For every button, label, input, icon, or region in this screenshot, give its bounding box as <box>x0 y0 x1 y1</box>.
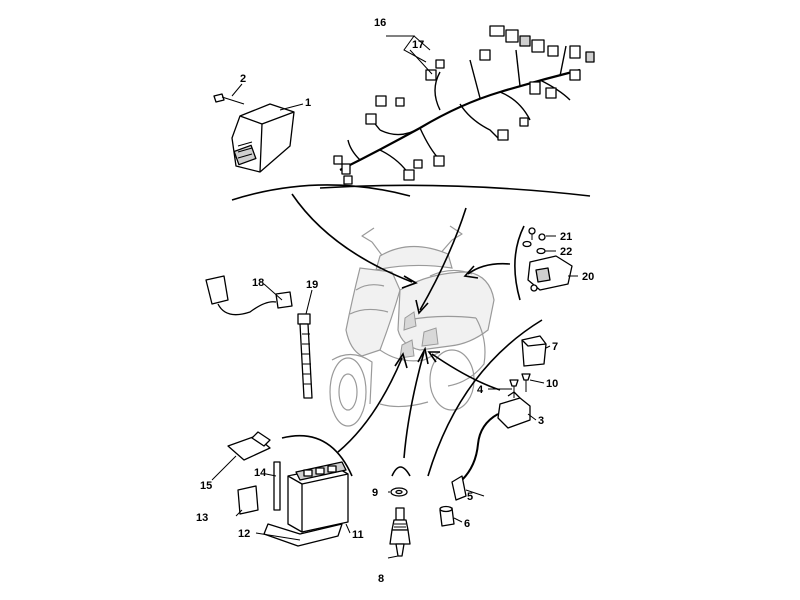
callout-20: 20 <box>582 271 594 283</box>
leader-lines <box>211 35 578 559</box>
battery <box>287 461 349 533</box>
arc-cdi-region <box>231 184 411 201</box>
cable-tie <box>297 313 313 399</box>
coil-bolt <box>521 373 531 392</box>
arc-battery-region <box>281 434 353 477</box>
spark-plug-washer <box>390 487 408 497</box>
regulator-washer <box>522 240 556 255</box>
callout-4: 4 <box>477 384 484 396</box>
spark-plug-cap <box>451 475 467 501</box>
arc-coil-region <box>427 319 543 477</box>
coil-screw <box>509 379 519 398</box>
callout-10: 10 <box>546 378 558 390</box>
cap-cover <box>439 505 455 527</box>
arc-regulator-region <box>514 225 525 301</box>
spark-plug <box>389 507 411 557</box>
callout-21: 21 <box>560 231 572 243</box>
cdi-mounting-bolt <box>213 93 245 105</box>
battery-strap <box>227 431 271 461</box>
callout-2: 2 <box>240 73 246 85</box>
callout-15: 15 <box>200 480 212 492</box>
cdi-unit <box>231 103 295 173</box>
callout-11: 11 <box>352 529 364 541</box>
regulator-screw <box>528 227 556 241</box>
callout-14: 14 <box>254 467 267 479</box>
callout-16: 16 <box>374 17 386 29</box>
callout-labels: 1 2 3 4 5 6 7 8 9 10 11 12 13 14 15 16 1… <box>196 17 594 585</box>
callout-8: 8 <box>378 573 384 585</box>
ignition-coil <box>461 391 531 481</box>
callout-5: 5 <box>467 491 473 503</box>
arc-harness-region <box>319 184 591 197</box>
callout-3: 3 <box>538 415 544 427</box>
callout-12: 12 <box>238 528 250 540</box>
callout-7: 7 <box>552 341 558 353</box>
pointer-arrows <box>291 193 511 459</box>
callout-17: 17 <box>412 39 424 51</box>
voltage-regulator <box>527 255 573 292</box>
wiring-harness <box>333 25 595 185</box>
callout-22: 22 <box>560 246 572 258</box>
wire-connector <box>205 275 293 316</box>
battery-pad <box>237 485 259 515</box>
starter-relay <box>521 335 547 367</box>
region-arcs <box>231 184 591 477</box>
callout-9: 9 <box>372 487 378 499</box>
callout-6: 6 <box>464 518 470 530</box>
arc-plug-region <box>391 466 411 477</box>
callout-18: 18 <box>252 277 264 289</box>
callout-1: 1 <box>305 97 311 109</box>
callout-13: 13 <box>196 512 208 524</box>
breather-tube <box>273 461 281 511</box>
scooter-silhouette <box>329 225 495 427</box>
callout-19: 19 <box>306 279 318 291</box>
